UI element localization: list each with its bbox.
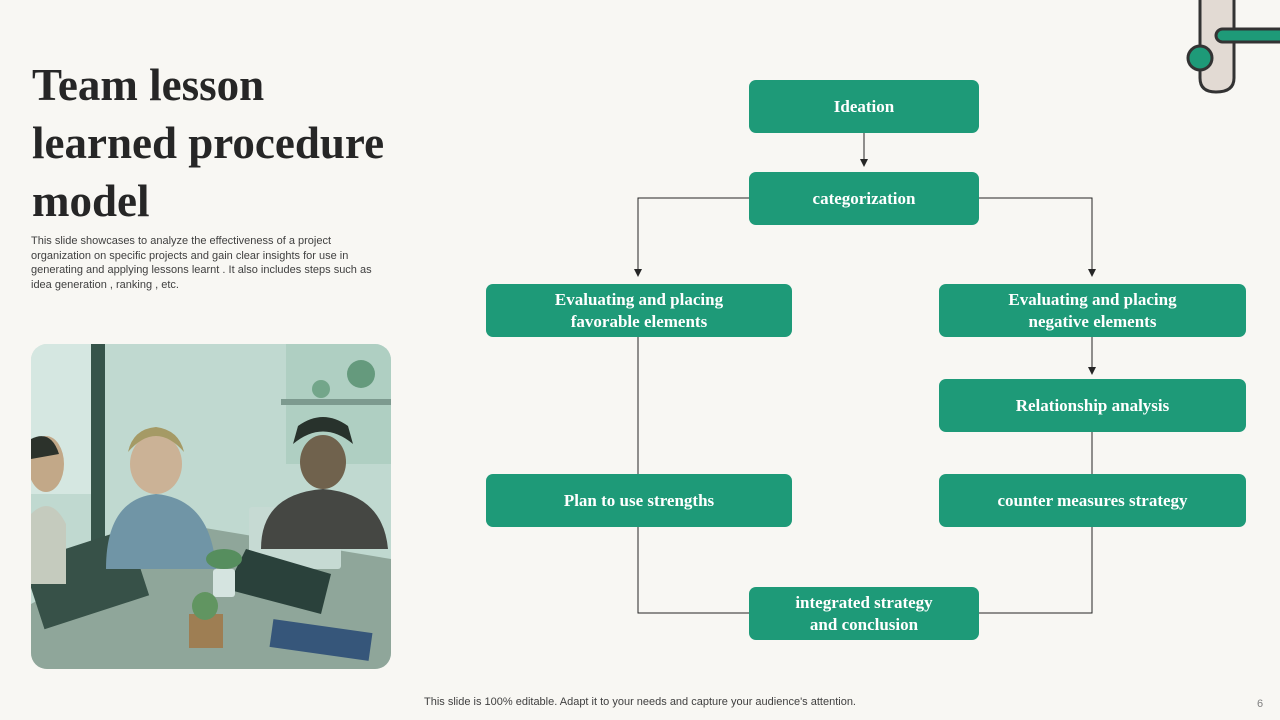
- corner-decoration-icon: [1186, 0, 1280, 94]
- footer-note: This slide is 100% editable. Adapt it to…: [424, 696, 856, 708]
- page-number: 6: [1257, 698, 1264, 710]
- line-strengths-to-integrated: [637, 527, 749, 614]
- team-meeting-photo: [31, 344, 391, 669]
- arrow-categorization-to-favorable: [634, 197, 749, 277]
- line-counter-to-integrated: [979, 527, 1093, 614]
- node-plan-strengths: Plan to use strengths: [486, 474, 792, 527]
- node-categorization: categorization: [749, 172, 979, 225]
- node-integrated-strategy: integrated strategy and conclusion: [749, 587, 979, 640]
- node-ideation: Ideation: [749, 80, 979, 133]
- node-relationship-analysis: Relationship analysis: [939, 379, 1246, 432]
- slide-description: This slide showcases to analyze the effe…: [31, 235, 372, 291]
- node-counter-measures: counter measures strategy: [939, 474, 1246, 527]
- node-negative-elements: Evaluating and placing negative elements: [939, 284, 1246, 337]
- node-favorable-elements: Evaluating and placing favorable element…: [486, 284, 792, 337]
- slide-title: Team lesson learned procedure model: [32, 60, 385, 226]
- arrow-categorization-to-negative: [979, 197, 1096, 277]
